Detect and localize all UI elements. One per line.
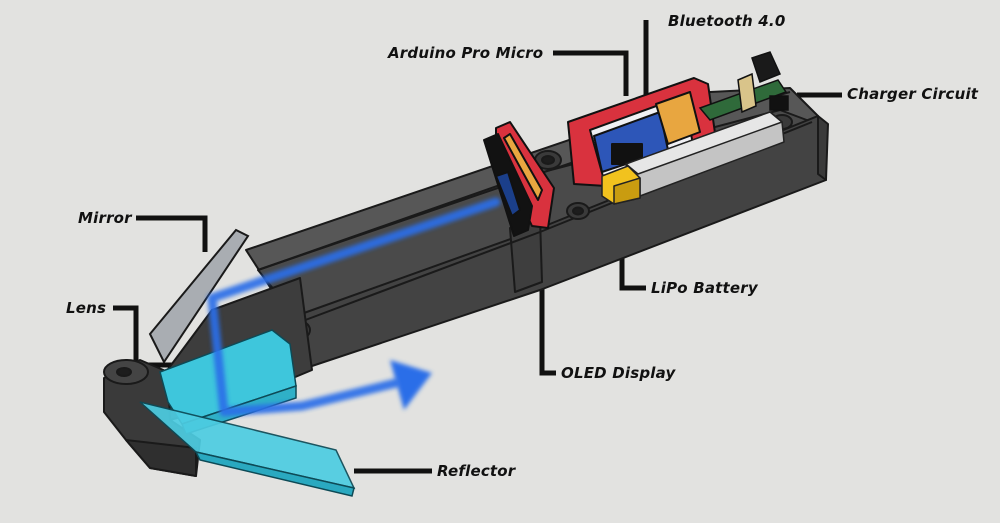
label-mirror: Mirror bbox=[78, 209, 132, 227]
leader-mirror bbox=[136, 215, 208, 252]
leader-lens bbox=[113, 305, 178, 368]
lipo-battery bbox=[601, 111, 785, 205]
light-path bbox=[207, 197, 501, 417]
label-lens: Lens bbox=[66, 299, 107, 317]
oled-display bbox=[483, 121, 555, 237]
label-bluetooth: Bluetooth 4.0 bbox=[668, 12, 786, 30]
label-lipo: LiPo Battery bbox=[651, 279, 758, 297]
label-oled: OLED Display bbox=[561, 364, 676, 382]
charger-circuit bbox=[698, 51, 789, 121]
mirror bbox=[148, 228, 250, 364]
reflector bbox=[139, 401, 356, 497]
housing-end-cap bbox=[817, 115, 829, 181]
light-arrowhead bbox=[390, 360, 432, 410]
leader-arduino bbox=[553, 50, 629, 96]
leader-lines bbox=[113, 20, 842, 474]
label-arduino: Arduino Pro Micro bbox=[388, 44, 544, 62]
label-charger: Charger Circuit bbox=[847, 85, 979, 103]
label-reflector: Reflector bbox=[437, 462, 516, 480]
